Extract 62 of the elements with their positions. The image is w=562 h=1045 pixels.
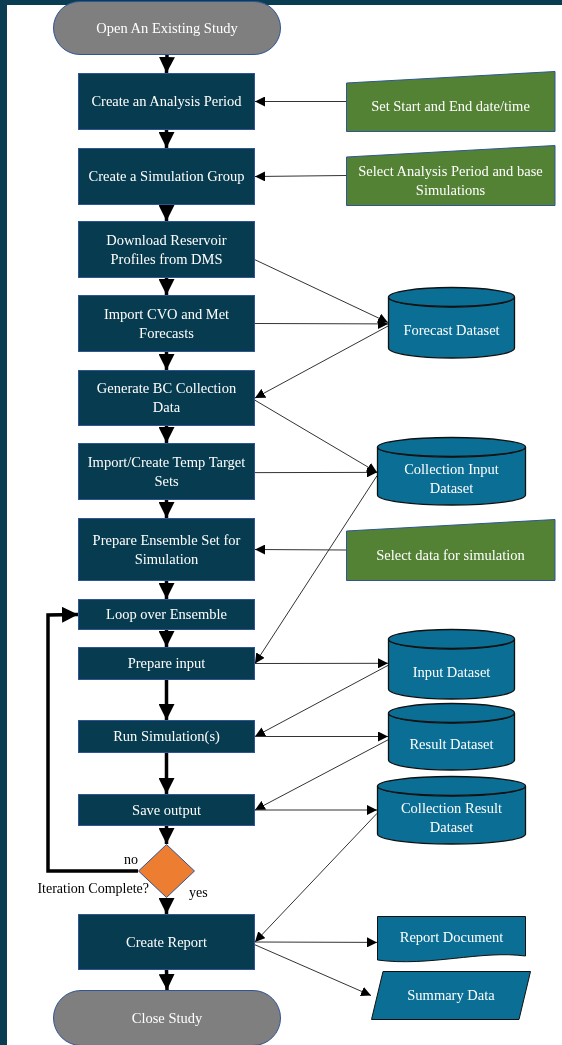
data-arrow [254,937,378,948]
data-arrow [254,664,389,737]
process-box: Create a Simulation Group [78,148,255,205]
data-arrow [254,544,347,555]
node-label: Select data for simulation [376,545,525,565]
node-label: Collection Result Dataset [399,799,504,837]
flow-arrow [158,826,175,844]
database-cylinder [388,703,515,770]
flow-arrow [158,680,175,720]
database-cylinder [377,776,526,844]
document-shape [377,916,526,964]
data-arrow [254,805,378,815]
flow-arrow [46,606,138,873]
data-arrow [254,739,389,811]
data-arrow [254,318,389,329]
process-box: Loop over Ensemble [78,599,255,630]
node-label: Result Dataset [409,735,494,754]
node-label: Select Analysis Period and base Simulations [357,161,544,200]
data-arrow [254,658,389,669]
node-label: Collection Input Dataset [403,460,500,498]
process-box: Import/Create Temp Target Sets [78,443,255,500]
flow-arrow [158,753,175,794]
data-arrow [254,467,378,478]
flow-arrow [158,426,175,443]
flow-arrow [158,352,175,370]
flow-arrow [158,630,175,647]
node-label: Input Dataset [412,662,491,682]
process-box: Create Report [78,914,255,970]
process-box: Prepare input [78,647,255,680]
data-arrow [254,812,378,943]
node-label: Summary Data [407,986,495,1005]
data-arrow [254,171,347,182]
flow-arrow [158,54,175,74]
data-arrow [254,259,389,323]
flow-arrow [158,205,175,221]
flow-arrow [158,969,175,991]
node-label: Report Document [399,927,504,947]
process-box: Prepare Ensemble Set for Simulation [78,518,255,581]
database-cylinder [388,287,515,358]
process-box: Save output [78,794,255,826]
database-cylinder [388,629,515,699]
database-cylinder [377,437,526,505]
data-arrow [254,399,378,473]
node-label: Set Start and End date/time [371,97,530,116]
flow-arrow [158,500,175,518]
flow-arrow [158,278,175,295]
process-box: Create an Analysis Period [78,73,255,130]
node-label: Forecast Dataset [403,321,500,340]
data-arrow [254,96,347,107]
process-box: Import CVO and Met Forecasts [78,295,255,352]
process-box: Run Simulation(s) [78,720,255,753]
data-arrow [254,731,389,742]
flow-arrow [158,130,175,148]
flow-arrow [158,581,175,599]
process-box: Download Reservoir Profiles from DMS [78,221,255,278]
data-arrow [254,325,389,399]
data-parallelogram [371,971,531,1020]
decision-label: Iteration Complete? [37,880,149,898]
data-arrow [254,944,372,997]
process-box: Generate BC Collection Data [78,370,255,426]
data-arrow [254,475,378,664]
flow-arrow [158,898,175,914]
